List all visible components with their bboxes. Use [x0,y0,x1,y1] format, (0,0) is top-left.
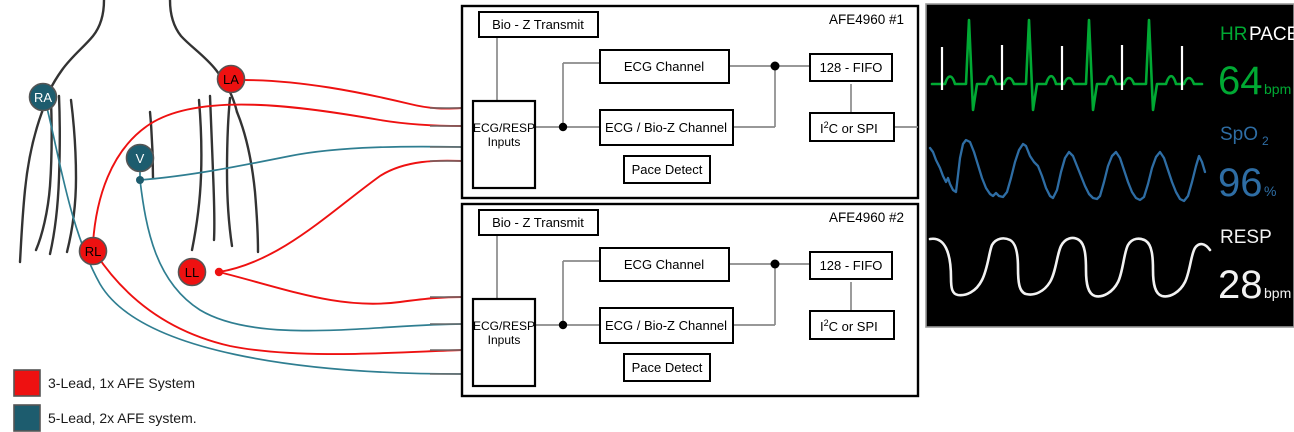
resp-unit: bpm [1264,285,1291,301]
pace-spike-markers [940,45,1184,90]
monitor-hr-readout: HR PACE 64 bpm [1218,24,1294,103]
afe2-ecg-bioz-channel-block: ECG / Bio-Z Channel [599,307,734,344]
block-label: ECG / Bio-Z Channel [605,318,727,333]
afe2-ecg-channel-block: ECG Channel [599,247,730,282]
spo2-label: SpO [1220,124,1258,145]
electrode-LL[interactable]: LL [177,257,207,287]
spo2-waveform [928,138,1207,203]
block-label-line1: ECG/RESP [473,319,535,333]
afe2-internal-wires [496,234,852,326]
block-label: Pace Detect [632,360,703,375]
afe1-fifo-block: 128 - FIFO [809,53,893,82]
block-label: ECG Channel [624,257,704,272]
afe1-fifo-node [770,61,780,71]
afe1-ecg-channel-block: ECG Channel [599,49,730,84]
afe2-input-node [558,320,568,330]
hr-unit: bpm [1264,81,1291,97]
legend-label: 5-Lead, 2x AFE system. [48,410,197,426]
block-label: ECG Channel [624,59,704,74]
patient-body-outline [18,0,260,264]
electrode-V[interactable]: V [125,143,155,173]
electrode-label: RL [85,244,102,259]
afe1-internal-wires [496,36,918,128]
spo2-value: 96 [1218,161,1263,205]
spo2-unit: % [1264,183,1276,199]
hr-value: 64 [1218,59,1263,103]
afe-panel-2: AFE4960 #2 Bio - Z Transmit ECG/RESP Inp… [460,202,920,398]
afe1-bioz-transmit-block: Bio - Z Transmit [478,11,599,38]
wire-la-to-afe [242,79,463,110]
afe1-interface-block: I2C or SPI [809,112,895,142]
afe1-ecg-resp-inputs-block: ECG/RESP Inputs [471,99,537,190]
electrode-RA[interactable]: RA [28,82,58,112]
block-label: Bio - Z Transmit [492,215,584,230]
afe2-fifo-block: 128 - FIFO [809,251,893,280]
afe2-interface-block: I2C or SPI [809,310,895,340]
wire-v-to-afe [139,179,463,332]
lead-wires-red [92,79,463,356]
wire-ll-to-afe [218,271,463,305]
resp-value: 28 [1218,263,1263,307]
resp-waveform [928,236,1212,298]
wire-ra-to-afe [46,107,463,375]
patient-monitor: HR PACE 64 bpm SpO 2 96 % RESP 28 bpm [925,3,1294,328]
electrode-label: RA [34,90,52,105]
interface-post: C or SPI [829,121,878,136]
afe1-input-node [558,122,568,132]
wire-ll-upper [218,159,463,273]
electrode-label: LA [223,72,239,87]
block-label: 128 - FIFO [820,258,883,273]
interface-sup: 2 [824,318,829,328]
block-label: I2C or SPI [820,120,878,136]
legend-item-3lead: 3-Lead, 1x AFE System [13,369,195,397]
resp-label: RESP [1220,227,1272,248]
afe2-fifo-node [770,259,780,269]
interface-pre: I [820,319,824,334]
pace-label: PACE [1249,24,1294,45]
wire-v-branch [139,145,463,181]
afe2-ecg-resp-inputs-block: ECG/RESP Inputs [471,297,537,388]
legend-label: 3-Lead, 1x AFE System [48,375,195,391]
interface-post: C or SPI [829,319,878,334]
electrode-label: V [136,151,145,166]
monitor-spo2-readout: SpO 2 96 % [1218,124,1276,205]
afe-panel-title: AFE4960 #2 [829,210,904,225]
spo2-label-subscript: 2 [1262,134,1269,148]
afe-panel-title: AFE4960 #1 [829,12,904,27]
wire-la-branch [92,103,463,244]
block-label-line2: Inputs [488,135,521,149]
hr-label: HR [1220,24,1247,45]
afe2-bioz-transmit-block: Bio - Z Transmit [478,209,599,236]
ecg-waveform [930,18,1204,112]
lead-wires-teal [46,107,463,375]
monitor-resp-readout: RESP 28 bpm [1218,227,1291,307]
block-label-line1: ECG/RESP [473,121,535,135]
afe1-ecg-bioz-channel-block: ECG / Bio-Z Channel [599,109,734,146]
monitor-screen [925,3,1294,328]
block-label: 128 - FIFO [820,60,883,75]
electrode-LA[interactable]: LA [216,64,246,94]
wire-rl-long [95,253,463,356]
wire-stubs [430,107,462,375]
block-label: I2C or SPI [820,318,878,334]
block-label: ECG / Bio-Z Channel [605,120,727,135]
electrode-RL[interactable]: RL [78,236,108,266]
block-label: Bio - Z Transmit [492,17,584,32]
interface-pre: I [820,121,824,136]
afe-panel-1: AFE4960 #1 Bio - Z Transmit ECG/RESP I [460,4,920,200]
block-label: Pace Detect [632,162,703,177]
interface-sup: 2 [824,120,829,130]
lead-junction-dots-teal [136,176,144,184]
legend: 3-Lead, 1x AFE System 5-Lead, 2x AFE sys… [13,369,197,432]
block-label-line2: Inputs [488,333,521,347]
afe2-pace-detect-block: Pace Detect [623,353,711,382]
electrode-label: LL [185,265,199,280]
afe1-pace-detect-block: Pace Detect [623,155,711,184]
legend-item-5lead: 5-Lead, 2x AFE system. [13,404,197,432]
